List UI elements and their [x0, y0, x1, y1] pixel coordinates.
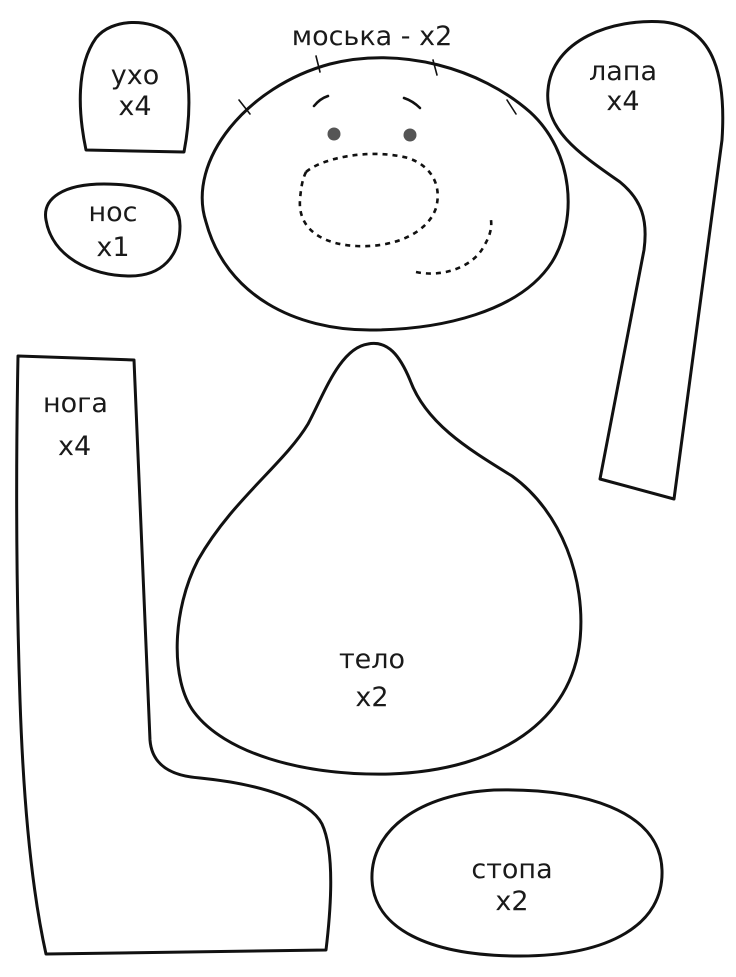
face-title: моська - x2	[292, 21, 453, 52]
body-label: тело	[339, 644, 405, 675]
paw-piece: лапа x4	[546, 20, 725, 501]
nose-placement-line	[298, 152, 439, 248]
foot-label: стопа	[471, 854, 552, 885]
body-outline	[175, 341, 583, 776]
ear-piece: ухо x4	[78, 21, 191, 154]
face-piece: моська - x2	[200, 21, 570, 332]
body-piece: тело x2	[175, 341, 583, 776]
leg-label: нога	[43, 388, 108, 419]
seam-mark	[238, 99, 251, 115]
seam-mark	[432, 59, 438, 76]
ear-label: ухо	[111, 60, 159, 91]
ear-outline	[78, 21, 191, 154]
foot-count: x2	[495, 886, 528, 917]
nose-count: x1	[96, 232, 129, 263]
left-brow	[312, 94, 330, 108]
body-count: x2	[355, 682, 388, 713]
foot-outline	[370, 788, 664, 958]
seam-mark	[506, 99, 517, 115]
paw-label: лапа	[589, 56, 657, 87]
leg-count: x4	[58, 431, 91, 462]
paw-count: x4	[606, 86, 639, 117]
paw-outline	[546, 20, 725, 501]
mouth-line	[415, 219, 493, 275]
left-eye	[327, 127, 341, 141]
seam-mark	[315, 55, 321, 73]
right-brow	[402, 96, 422, 110]
leg-piece: нога x4	[15, 354, 333, 956]
right-eye	[403, 128, 417, 142]
nose-piece: нос x1	[44, 182, 182, 278]
nose-outline	[44, 182, 182, 278]
foot-piece: стопа x2	[370, 788, 664, 958]
ear-count: x4	[118, 91, 151, 122]
nose-label: нос	[88, 197, 137, 228]
face-outline	[200, 56, 570, 332]
leg-outline	[15, 354, 333, 956]
